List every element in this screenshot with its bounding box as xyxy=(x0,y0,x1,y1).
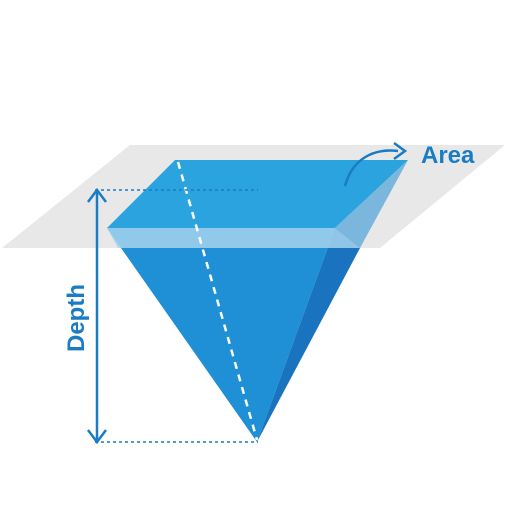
area-label: Area xyxy=(421,142,475,169)
area-pointer-arrowhead xyxy=(393,141,408,161)
hidden-edge-dashed xyxy=(176,161,259,441)
area-pointer-arrow xyxy=(343,149,399,187)
pyramid-right-face-upper xyxy=(335,160,408,248)
depth-label: Depth xyxy=(63,284,90,352)
pyramid-right-face xyxy=(257,228,360,442)
pyramid-front-face xyxy=(107,228,335,442)
depth-arrow-top-head xyxy=(87,187,107,203)
depth-arrow-bottom-head xyxy=(87,429,107,445)
plane-crossing-band xyxy=(107,228,360,248)
